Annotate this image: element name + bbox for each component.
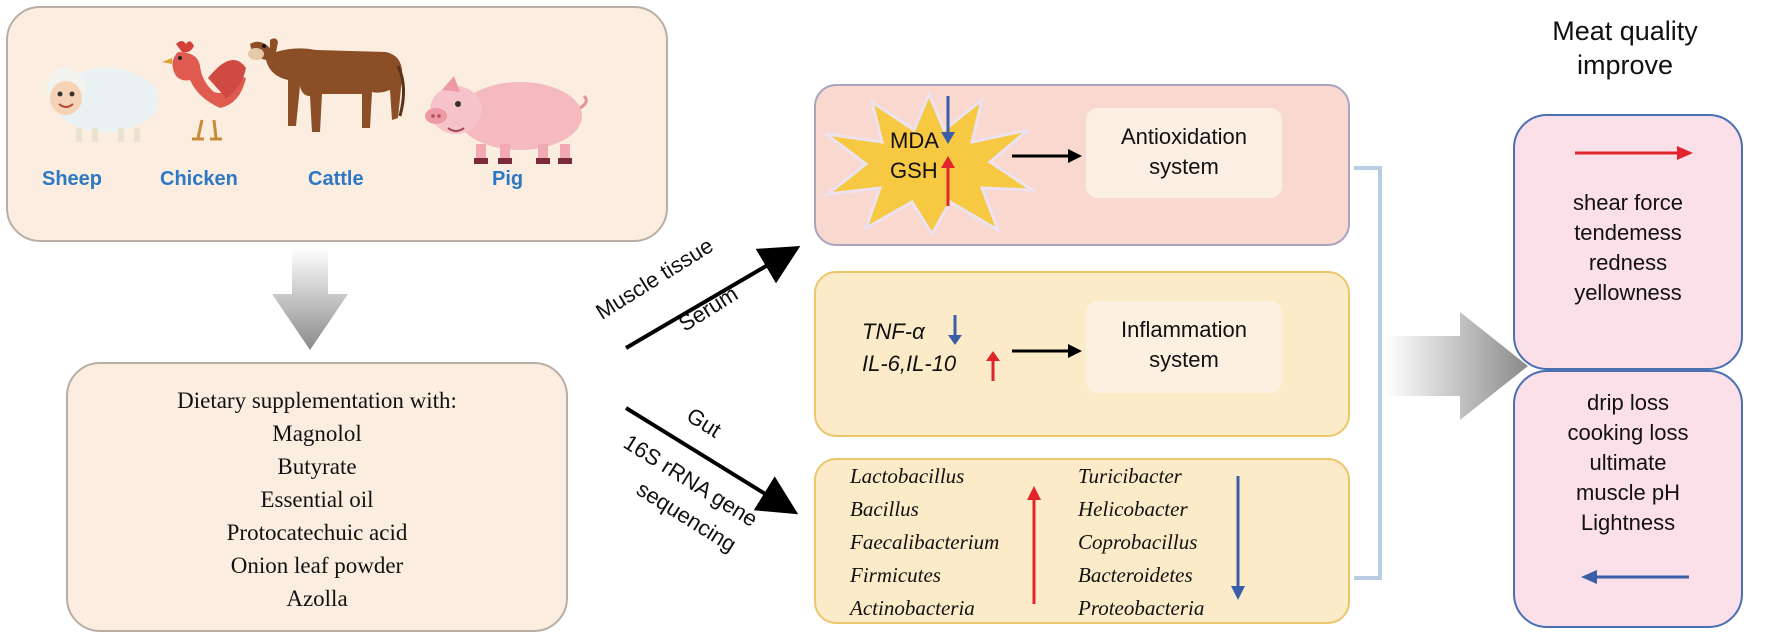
tnf-down-arrow-icon	[948, 315, 962, 345]
antioxidation-system-line2: system	[1149, 154, 1219, 179]
inflammation-system-line1: Inflammation	[1121, 317, 1247, 342]
route-arrows	[624, 245, 801, 515]
mda-down-arrow-icon	[941, 96, 955, 144]
animals-panel: Sheep Chicken Cattle Pig	[6, 6, 668, 242]
diet-item: Essential oil	[260, 487, 374, 512]
meat-quality-title: Meat quality improve	[1500, 14, 1750, 82]
cattle-illustration	[248, 38, 405, 132]
sheep-illustration	[46, 68, 158, 142]
bacteria-item: Helicobacter	[1078, 497, 1188, 521]
increase-right-arrow-icon	[1575, 146, 1693, 160]
quality-item: tendemess	[1574, 220, 1682, 245]
inflammation-panel: TNF-α IL-6,IL-10 Inflammation system	[814, 271, 1350, 437]
tnf-label: TNF-α	[862, 319, 925, 344]
down-flow-arrow	[272, 248, 348, 350]
mda-label: MDA	[890, 128, 939, 153]
animal-label-pig: Pig	[492, 168, 524, 190]
quality-item: drip loss	[1587, 390, 1669, 415]
gsh-up-arrow-icon	[941, 156, 955, 206]
inflammation-system-line2: system	[1149, 347, 1219, 372]
quality-item: shear force	[1572, 190, 1684, 215]
muscle-serum-arrow	[624, 245, 801, 350]
inflammation-system-box: Inflammation system	[1086, 301, 1282, 393]
decreased-bacteria-list: Turicibacter Helicobacter Coprobacillus …	[1078, 460, 1204, 625]
bacteria-item: Actinobacteria	[850, 596, 975, 620]
quality-item: Lightness	[1580, 510, 1676, 535]
quality-item: yellowness	[1574, 280, 1682, 305]
bacteria-item: Proteobacteria	[1078, 596, 1205, 620]
bacteria-item: Bacteroidetes	[1078, 563, 1193, 587]
animal-label-chicken: Chicken	[160, 168, 238, 190]
quality-item: cooking loss	[1567, 420, 1689, 445]
infl-arrow-icon	[1012, 344, 1082, 358]
decrease-left-arrow-icon	[1581, 570, 1689, 584]
bacteria-item: Coprobacillus	[1078, 530, 1198, 554]
bacteria-item: Faecalibacterium	[850, 530, 1000, 554]
starburst-shape	[822, 90, 1036, 236]
diet-panel: Dietary supplementation with: Magnolol B…	[66, 362, 568, 632]
meat-quality-title-line1: Meat quality	[1552, 16, 1698, 46]
bacteria-item: Bacillus	[850, 497, 919, 521]
antioxidation-system-box: Antioxidation system	[1086, 108, 1282, 198]
diet-item: Azolla	[286, 586, 348, 611]
meat-quality-decrease-box: drip loss cooking loss ultimate muscle p…	[1513, 370, 1743, 628]
diet-item: Magnolol	[272, 421, 362, 446]
quality-item: redness	[1588, 250, 1668, 275]
diet-item: Butyrate	[277, 454, 357, 479]
diet-heading: Dietary supplementation with:	[177, 388, 457, 413]
bacteria-up-arrow-icon	[1027, 486, 1041, 604]
bacteria-item: Firmicutes	[850, 563, 941, 587]
animal-label-cattle: Cattle	[308, 168, 364, 190]
anti-arrow-icon	[1012, 149, 1082, 163]
bacteria-down-arrow-icon	[1231, 476, 1245, 600]
gut-bacteria-panel: Lactobacillus Bacillus Faecalibacterium …	[814, 458, 1350, 624]
antioxidation-panel: MDA GSH Antioxidation system	[814, 84, 1350, 246]
bracket-connector	[1354, 166, 1528, 580]
il-up-arrow-icon	[986, 351, 1000, 381]
animal-label-sheep: Sheep	[42, 168, 103, 190]
chicken-illustration	[162, 41, 246, 141]
gut-arrow	[624, 406, 799, 515]
bacteria-item: Turicibacter	[1078, 464, 1182, 488]
meat-quality-title-line2: improve	[1576, 50, 1674, 80]
quality-item: ultimate	[1589, 450, 1667, 475]
diet-item: Protocatechuic acid	[226, 520, 408, 545]
pig-illustration	[425, 76, 588, 164]
meat-quality-increase-box: shear force tendemess redness yellowness	[1513, 114, 1743, 370]
bacteria-item: Lactobacillus	[850, 464, 965, 488]
diet-item: Onion leaf powder	[230, 553, 404, 578]
il-label: IL-6,IL-10	[862, 351, 957, 376]
gsh-label: GSH	[890, 158, 938, 183]
antioxidation-system-line1: Antioxidation	[1121, 124, 1247, 149]
quality-item: muscle pH	[1576, 480, 1680, 505]
increased-bacteria-list: Lactobacillus Bacillus Faecalibacterium …	[850, 460, 999, 625]
